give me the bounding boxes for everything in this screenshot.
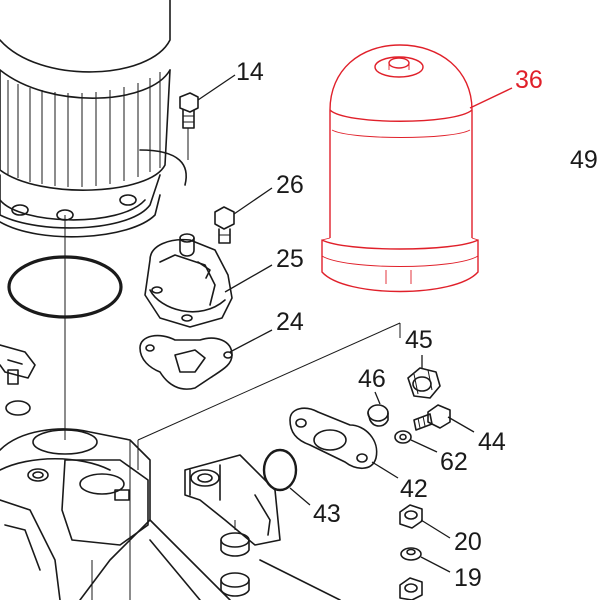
pump-body: [0, 428, 151, 600]
filter-bowl-36: [321, 44, 513, 293]
fitting-left: [0, 344, 36, 385]
callout-24: 24: [276, 308, 304, 336]
callout-42: 42: [400, 475, 428, 503]
washer-19: [400, 547, 451, 573]
callout-14: 14: [236, 58, 264, 86]
bolt-14: [179, 74, 236, 160]
cap-nut-45: [407, 355, 441, 399]
housing-cover-25: [144, 233, 273, 328]
callout-46: 46: [358, 365, 386, 393]
callout-49: 49: [570, 146, 598, 174]
callout-26: 26: [276, 171, 304, 199]
callout-45: 45: [405, 326, 433, 354]
o-ring-43: [262, 448, 311, 506]
callout-20: 20: [454, 528, 482, 556]
motor: [0, 0, 187, 440]
nut-20: [399, 504, 451, 539]
o-ring-small-left: [5, 400, 31, 416]
gasket-24: [139, 329, 273, 390]
washer-62: [394, 430, 438, 453]
manifold: [137, 322, 401, 600]
callout-62: 62: [440, 448, 468, 476]
callout-19: 19: [454, 564, 482, 592]
callout-25: 25: [276, 245, 304, 273]
bolt-26: [214, 187, 273, 244]
callout-44: 44: [478, 428, 506, 456]
plug-46: [367, 391, 389, 427]
fitting-44: [413, 404, 475, 433]
callout-43: 43: [313, 500, 341, 528]
o-ring-large: [7, 255, 123, 319]
nut-bottom-partial: [399, 577, 423, 600]
callout-36: 36: [515, 66, 543, 94]
flange-gasket-42: [289, 407, 399, 479]
